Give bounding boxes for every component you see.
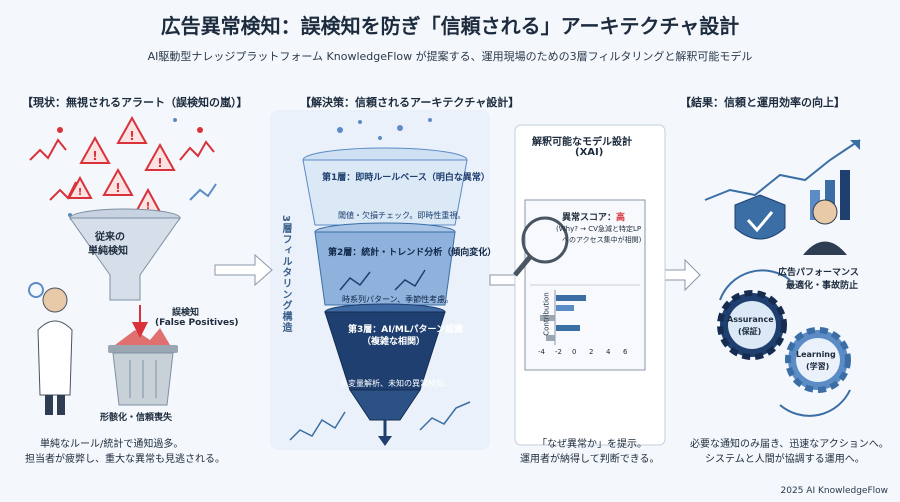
flow-arrow-1 <box>214 253 273 287</box>
xai-caption-line2: 運用者が納得して判断できる。 <box>520 454 660 465</box>
axis-tick-label: 0 <box>572 348 577 356</box>
contribution-bar <box>556 325 580 331</box>
false-positive-sublabel: (False Positives) <box>155 318 239 328</box>
contribution-bar <box>556 305 574 311</box>
layer1-title: 第1層：即時ルールベース（明白な異常） <box>322 173 490 183</box>
left-caption-line2: 担当者が疲弊し、重大な異常も見逃される。 <box>25 454 225 465</box>
xai-title-line2: (XAI) <box>575 147 604 158</box>
layer3-title: 第3層：AI/MLパターン認識 <box>348 325 464 335</box>
right-caption-line1: 必要な通知のみ届き、迅速なアクションへ。 <box>690 439 889 450</box>
svg-text:!: ! <box>129 129 134 143</box>
trash-label: 形骸化・信頼喪失 <box>100 413 173 423</box>
anomaly-score-label: 異常スコア： <box>562 213 617 223</box>
gear-learning-icon <box>785 327 851 393</box>
page-subtitle: AI駆動型ナレッジプラットフォーム KnowledgeFlow が提案する、運用… <box>147 50 753 63</box>
credit-footer: 2025 AI KnowledgeFlow <box>780 486 888 496</box>
business-person-icon <box>803 199 847 255</box>
gear-learning-sublabel: (学習) <box>806 362 830 371</box>
warning-triangle-icon: ! <box>116 115 148 144</box>
svg-text:!: ! <box>92 149 97 163</box>
page-title: 広告異常検知：誤検知を防ぎ「信頼される」アーキテクチャ設計 <box>160 14 740 38</box>
performance-label-line2: 最適化・事故防止 <box>786 281 859 291</box>
alert-sparkline-2 <box>179 140 215 161</box>
svg-text:!: ! <box>157 156 162 170</box>
results-visuals <box>704 139 861 417</box>
contribution-bar <box>540 315 555 321</box>
layer2-band <box>314 231 456 306</box>
xai-title-line1: 解釈可能なモデル設計 <box>532 137 632 148</box>
warning-triangle-icon: ! <box>144 142 176 171</box>
gear-learning-label: Learning <box>796 350 836 359</box>
layer-structure-vertical-label: 3層フィルタリング構造 <box>280 215 291 333</box>
layer2-subtitle: 時系列パターン、季節性考慮。 <box>342 295 454 304</box>
layer3-subtitle: 多変量解析、未知の異常検知。 <box>340 379 452 388</box>
gear-assurance-label: Assurance <box>727 315 774 324</box>
layer1-subtitle: 閾値・欠損チェック。即時性重視。 <box>338 211 466 220</box>
contribution-axis-label: Contribution <box>542 292 551 336</box>
section-heading-result: 【結果：信頼と運用効率の向上】 <box>680 96 845 109</box>
svg-text:!: ! <box>115 181 120 195</box>
section-heading-current: 【現状：無視されるアラート（誤検知の嵐）】 <box>22 96 248 109</box>
gear-assurance-sublabel: (保証) <box>738 327 762 336</box>
alert-sparkline-1 <box>29 138 67 161</box>
alert-sparkline-4 <box>189 183 217 201</box>
simple-funnel-icon <box>69 208 181 301</box>
contribution-bar <box>556 295 586 301</box>
trash-can-icon <box>108 328 178 406</box>
axis-tick-label: -4 <box>538 348 545 356</box>
anomaly-reason-line1: (Why? → CV急減と特定LP <box>556 225 642 233</box>
warning-triangle-icon: ! <box>67 175 93 199</box>
funnel-label-line2: 単純検知 <box>88 246 128 257</box>
layer3-title-line2: （複雑な相関） <box>362 337 426 347</box>
performance-label-line1: 広告パフォーマンス <box>778 268 859 278</box>
gear-assurance-icon <box>717 290 787 360</box>
xai-panel <box>513 124 666 446</box>
layer2-title: 第2層：統計・トレンド分析（傾向変化） <box>328 248 497 258</box>
axis-tick-label: 6 <box>623 348 628 356</box>
axis-tick-label: 2 <box>589 348 594 356</box>
warning-triangle-icon: ! <box>102 167 134 196</box>
flow-arrow-3 <box>659 258 701 292</box>
right-caption-line2: システムと人間が協調する運用へ。 <box>705 454 865 465</box>
alert-sparkline-3 <box>49 181 77 201</box>
funnel-label-line1: 従来の <box>95 232 125 243</box>
anomaly-reason-line2: へのアクセス集中が相関) <box>562 236 642 244</box>
axis-tick-label: -2 <box>555 348 562 356</box>
axis-tick-label: 4 <box>606 348 611 356</box>
xai-caption-line1: 「なぜ異常か」を提示。 <box>537 439 647 450</box>
three-layer-funnel <box>289 118 471 446</box>
stressed-operator-icon <box>28 282 73 415</box>
layer1-band <box>302 159 468 226</box>
anomaly-score-value: 高 <box>616 213 626 223</box>
magnifier-icon <box>513 216 569 277</box>
warning-triangle-icon: ! <box>134 187 162 213</box>
left-caption-line1: 単純なルール/統計で通知過多。 <box>40 439 184 450</box>
warning-triangle-icon: ! <box>79 135 111 164</box>
alert-cluster: ! ! ! ! ! ! <box>29 115 217 217</box>
section-heading-solution: 【解決策：信頼されるアーキテクチャ設計】 <box>300 96 520 109</box>
svg-text:!: ! <box>146 201 151 212</box>
false-positive-label: 誤検知 <box>172 308 200 318</box>
shield-check-icon <box>734 194 786 240</box>
contribution-bar <box>546 335 555 341</box>
anomaly-score-block: 異常スコア：高 <box>562 210 625 223</box>
svg-text:!: ! <box>78 187 83 198</box>
